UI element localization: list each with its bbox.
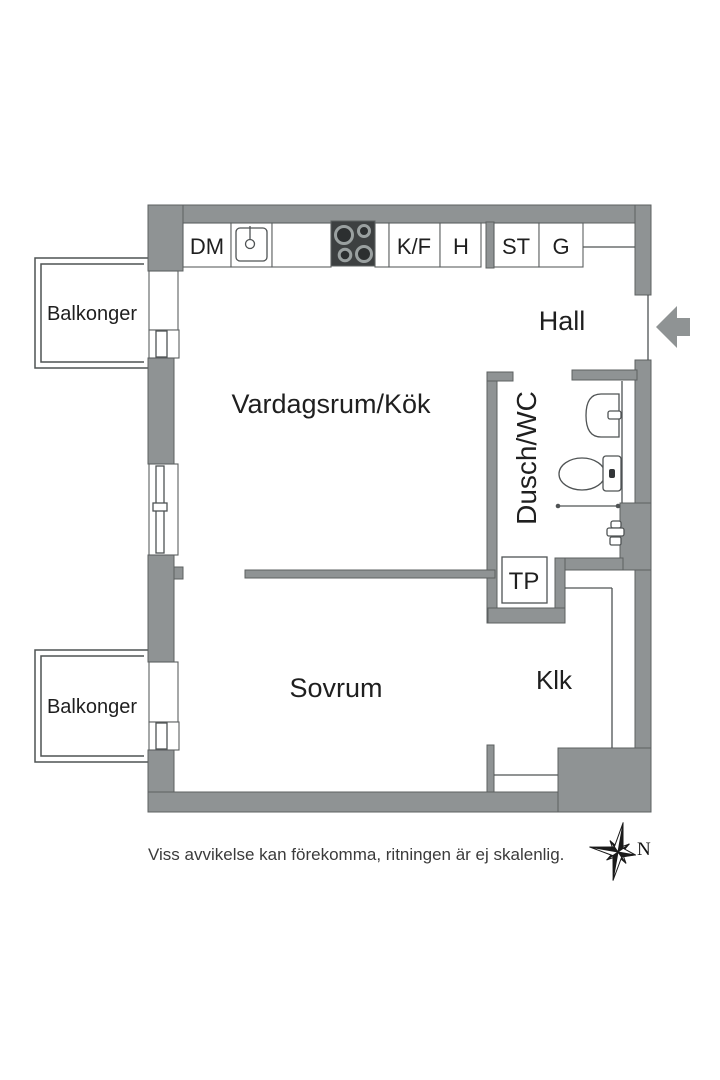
- wardrobe-label: G: [552, 234, 569, 259]
- wall-bath-west: [486, 371, 498, 624]
- wardrobe-box: [538, 222, 584, 268]
- balcony-bottom-label: Balkonger: [47, 696, 137, 718]
- counter-sliver: [374, 222, 390, 268]
- room-label-bathroom: Dusch/WC: [511, 391, 542, 525]
- walls: [147, 204, 652, 813]
- window-middle-transom: [152, 502, 168, 512]
- wall-bottom-right-chunk: [557, 747, 652, 813]
- counter-segment: [271, 222, 332, 268]
- room-label-closet: Klk: [536, 665, 573, 695]
- dishwasher-label: DM: [190, 234, 224, 259]
- wall-left-a: [147, 357, 175, 465]
- wall-laundry-niche-south: [487, 607, 566, 624]
- wall-counter-stub: [485, 221, 495, 269]
- wall-left-nub: [173, 566, 184, 580]
- wall-bath-west-stub: [486, 371, 514, 382]
- bathroom-fixtures: [555, 381, 625, 546]
- compass-north-label: N: [637, 839, 651, 860]
- kitchen-counter: DM K/F H ST G: [182, 220, 635, 268]
- balcony-top: Balkonger: [34, 257, 150, 369]
- wall-partition-bedroom: [244, 569, 496, 579]
- room-label-hall: Hall: [539, 306, 586, 336]
- room-label-living-kitchen: Vardagsrum/Kök: [231, 389, 431, 419]
- balcony-door-bottom-leaf: [155, 722, 168, 750]
- balcony-bottom: Balkonger: [34, 649, 150, 763]
- stove-icon: [330, 220, 376, 267]
- room-label-bedroom: Sovrum: [289, 673, 382, 703]
- balcony-door-top-leaf: [155, 330, 168, 358]
- wall-closet-stub: [486, 744, 495, 793]
- window-glazed-bottom: [148, 661, 179, 723]
- cleaning-label: ST: [502, 234, 530, 259]
- wall-left-b: [147, 554, 175, 663]
- washbasin-icon: [585, 393, 622, 438]
- wall-bath-north: [571, 369, 638, 381]
- compass-rose-icon: [589, 822, 636, 881]
- disclaimer-text: Viss avvikelse kan förekomma, ritningen …: [148, 845, 564, 864]
- left-wall-openings: [148, 270, 180, 751]
- laundry-unit-box: [501, 556, 548, 604]
- dishwasher-box: [182, 222, 232, 268]
- wall-top-left-block: [147, 204, 184, 272]
- closet-lines: [494, 587, 613, 776]
- sink-icon: [235, 226, 268, 262]
- window-glazed-top: [148, 270, 179, 331]
- fridge-freezer-label: K/F: [397, 234, 431, 259]
- wall-right-main: [634, 359, 652, 793]
- fridge-freezer-box: [388, 222, 441, 268]
- hatch-label: H: [453, 234, 469, 259]
- toilet-icon: [558, 455, 622, 492]
- cleaning-closet-box: [493, 222, 540, 268]
- wall-right-top: [634, 204, 652, 296]
- wall-top: [147, 204, 652, 224]
- hatch-box: [439, 222, 482, 268]
- wall-bath-chunk: [619, 502, 652, 571]
- balcony-top-label: Balkonger: [47, 303, 137, 325]
- entry-arrow-icon: [656, 306, 690, 348]
- shower-curtain-line: [555, 503, 621, 509]
- room-label-laundry: TP: [509, 568, 540, 595]
- shower-mixer-icon: [606, 520, 625, 546]
